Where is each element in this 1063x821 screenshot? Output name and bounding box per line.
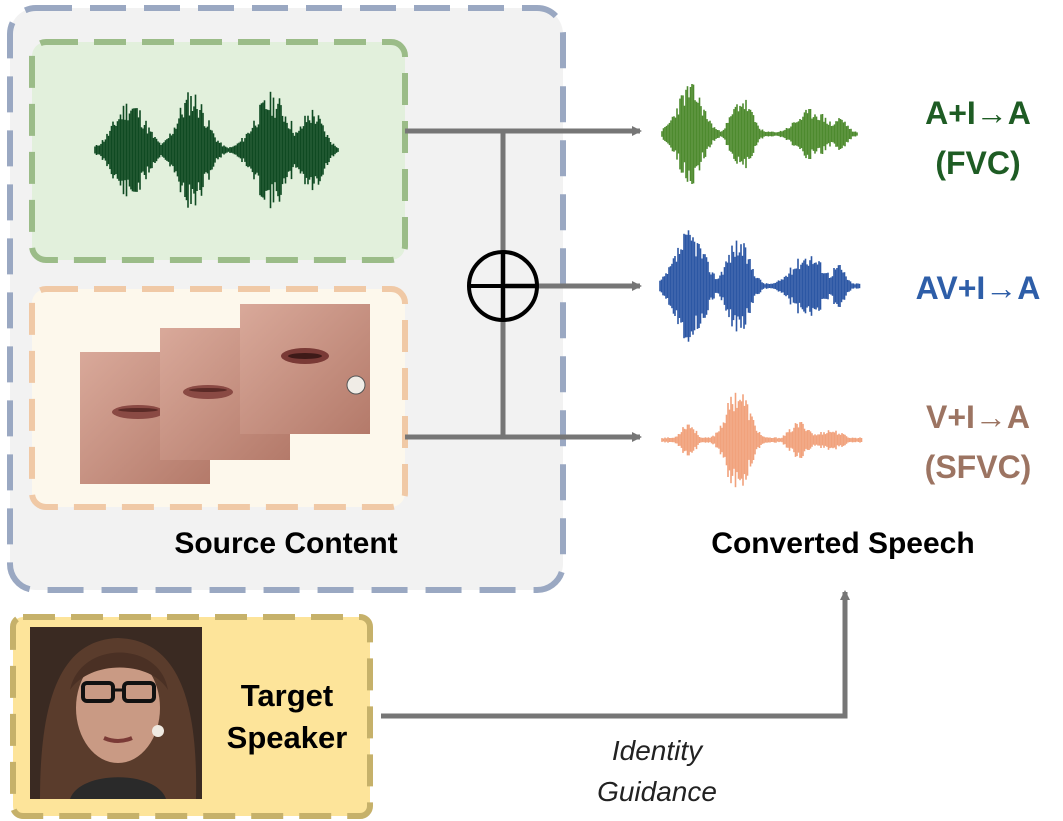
target-speaker-portrait xyxy=(30,627,202,799)
lip-video-frames xyxy=(80,304,370,484)
fvc-label-line2: (FVC) xyxy=(935,145,1020,181)
sfvc-label-line2: (SFVC) xyxy=(925,449,1032,485)
source-content-label: Source Content xyxy=(174,527,397,560)
fusion-plus-icon xyxy=(467,250,539,322)
target-speaker-label-line1: Target xyxy=(241,678,333,713)
sfvc-output-waveform xyxy=(661,392,863,488)
source-audio-waveform xyxy=(94,91,339,209)
fvc-label-line1: A+I→A xyxy=(925,95,1031,131)
identity-guidance-arrow xyxy=(381,590,850,719)
identity-guidance-line1: Identity xyxy=(612,735,704,766)
fvc-output-waveform xyxy=(661,84,858,184)
converted-speech-label: Converted Speech xyxy=(711,527,974,560)
sfvc-label-line1: V+I→A xyxy=(926,399,1030,435)
avvc-label: AV+I→A xyxy=(916,270,1041,306)
avvc-output-waveform xyxy=(659,230,861,342)
target-speaker-label-line2: Speaker xyxy=(227,720,348,755)
lip-frame-3 xyxy=(240,304,370,434)
identity-guidance-line2: Guidance xyxy=(597,776,717,807)
